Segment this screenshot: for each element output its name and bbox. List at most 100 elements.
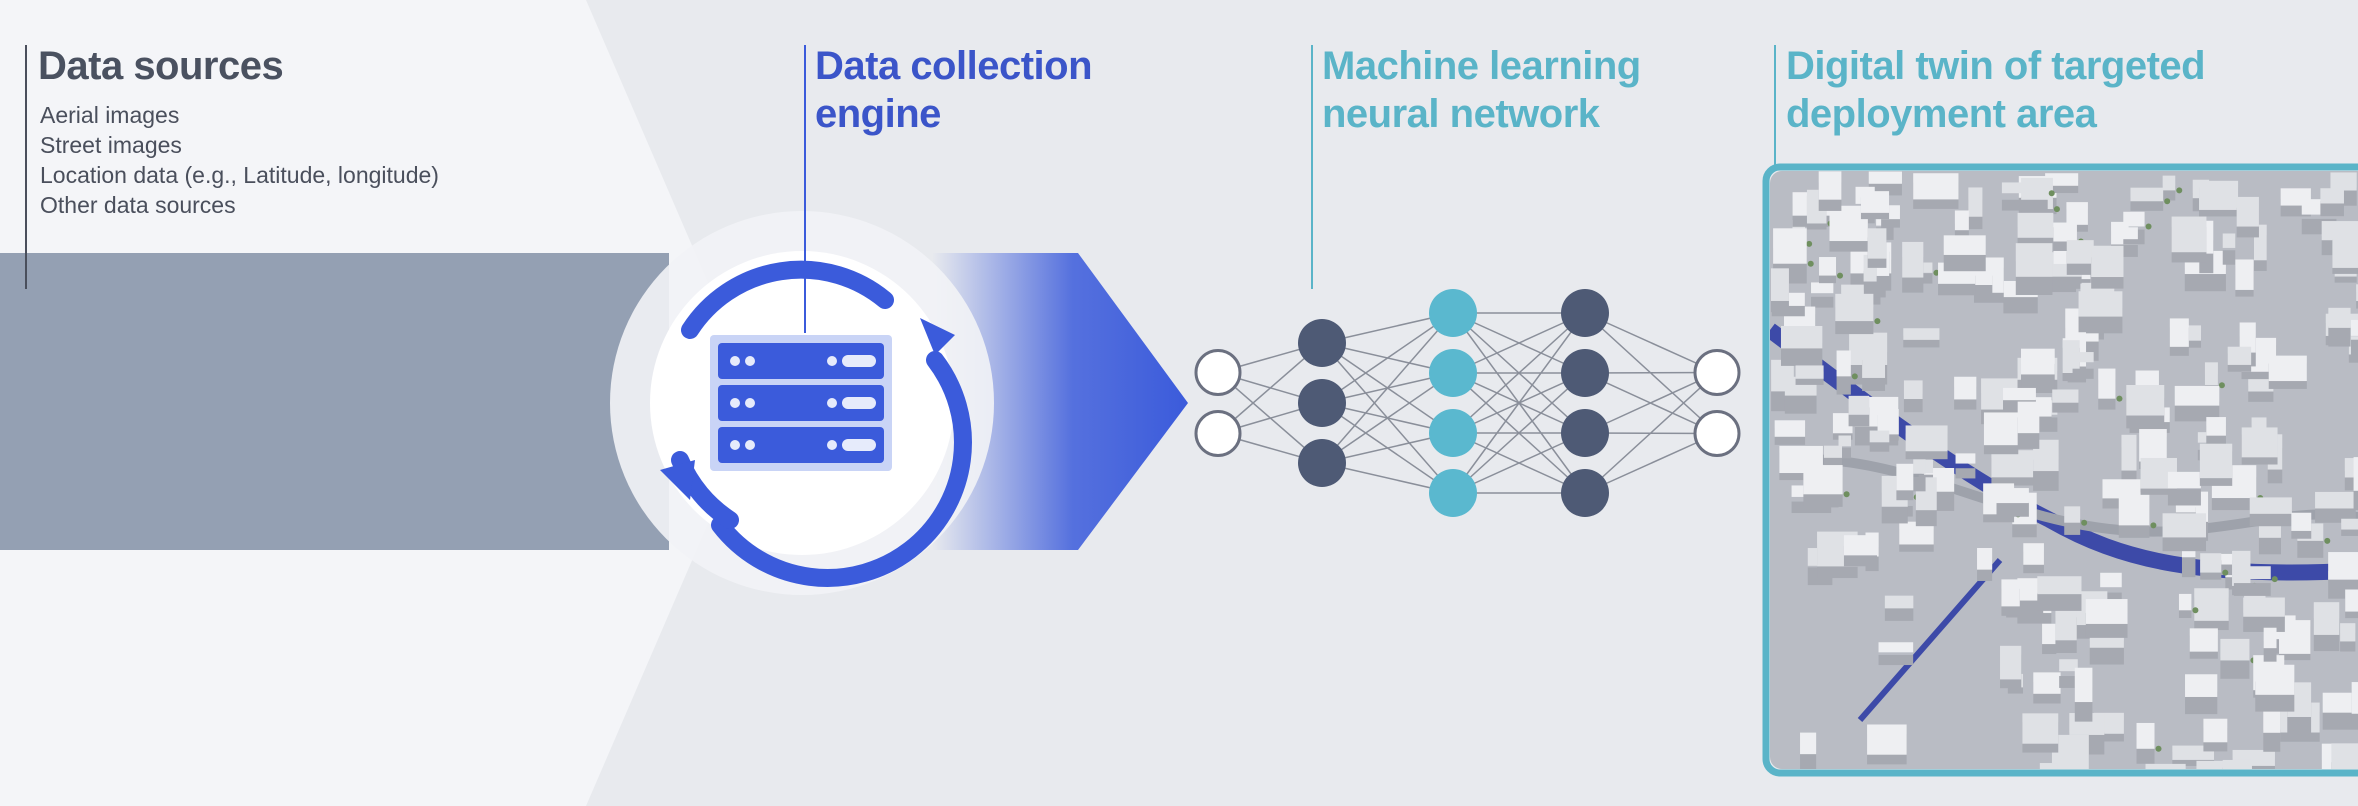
stage-title-data-sources: Data sources (38, 44, 284, 88)
building (1811, 282, 1834, 294)
nn-edge (1452, 312, 1586, 494)
building (2000, 645, 2022, 680)
list-item: Location data (e.g., Latitude, longitude… (40, 162, 439, 188)
building (2064, 506, 2081, 523)
server-led (730, 356, 740, 366)
nn-node (1693, 410, 1741, 457)
building (2072, 352, 2094, 363)
building (2263, 710, 2281, 733)
building (2233, 566, 2271, 580)
server-led (730, 398, 740, 408)
building (2130, 187, 2164, 202)
building-side (2122, 244, 2138, 257)
building (1869, 430, 1890, 443)
building-side (2072, 368, 2094, 379)
building (1774, 420, 1806, 437)
building-side (2233, 583, 2271, 596)
server-led (827, 356, 837, 366)
nn-edge (1584, 312, 1718, 374)
building (2126, 385, 2165, 416)
building (2162, 513, 2207, 538)
building-side (2145, 779, 2185, 800)
building (2055, 604, 2077, 641)
building (2017, 401, 2040, 434)
server-slot (842, 355, 876, 367)
building (2332, 233, 2358, 268)
building (2235, 259, 2254, 290)
title-line: Machine learning (1322, 44, 1641, 88)
building (1843, 535, 1878, 556)
building (2123, 211, 2145, 227)
tree (1933, 269, 1940, 276)
stage-title-machine-learning: Machine learning neural network (1322, 42, 1641, 138)
tree (1851, 373, 1858, 380)
building (2121, 434, 2137, 471)
building-side (1884, 608, 1914, 621)
building-side (1878, 654, 1914, 666)
nn-edge (1584, 371, 1718, 494)
server-unit (718, 385, 884, 421)
building (2203, 718, 2228, 743)
tree (2222, 569, 2229, 576)
building (2021, 348, 2055, 375)
building (1968, 187, 1983, 217)
nn-node (1194, 410, 1242, 457)
building-side (1791, 501, 1832, 514)
building (2331, 743, 2358, 769)
building (2345, 589, 2358, 612)
building-side (2040, 780, 2057, 806)
building-side (2222, 250, 2236, 265)
building (1795, 365, 1824, 379)
building (2174, 385, 2220, 406)
building (2248, 375, 2274, 392)
building (2199, 443, 2233, 479)
building-side (2322, 709, 2358, 730)
nn-node (1693, 349, 1741, 396)
building (1902, 241, 1924, 278)
building (2037, 576, 2082, 595)
tree (2164, 198, 2171, 205)
title-line: engine (815, 92, 941, 136)
building (2017, 212, 2054, 238)
building (2001, 182, 2048, 194)
server-led (745, 398, 755, 408)
building (2239, 322, 2256, 353)
building (1838, 435, 1851, 447)
tree (2324, 537, 2331, 544)
building-side (2328, 326, 2351, 347)
building (1803, 465, 1843, 495)
building-side (2059, 676, 2078, 688)
building (1841, 284, 1864, 297)
building (1832, 413, 1853, 434)
building-side (2353, 476, 2358, 511)
building (2243, 597, 2285, 617)
building (2356, 284, 2358, 302)
building (2015, 243, 2053, 277)
building (2136, 722, 2155, 749)
building (2178, 593, 2192, 611)
building-side (1996, 501, 2029, 517)
building (1773, 228, 1807, 264)
building (2328, 307, 2351, 328)
building (2204, 362, 2218, 386)
building (2200, 553, 2222, 573)
tree (2176, 187, 2183, 194)
nn-edge (1321, 312, 1454, 404)
building-side (2350, 339, 2358, 356)
building-side (1869, 439, 1890, 452)
building (1877, 409, 1899, 435)
building (1836, 350, 1851, 377)
title-line: deployment area (1786, 92, 2097, 136)
building-side (2243, 612, 2285, 632)
building-side (2320, 200, 2344, 217)
nn-node (1429, 409, 1477, 457)
tree (1806, 240, 1813, 247)
building (2320, 188, 2344, 204)
nn-edge (1584, 371, 1718, 434)
building-side (1955, 468, 1976, 479)
list-item: Aerial images (40, 102, 180, 128)
building (2098, 368, 2116, 399)
building (2341, 518, 2358, 530)
building (1878, 642, 1914, 653)
